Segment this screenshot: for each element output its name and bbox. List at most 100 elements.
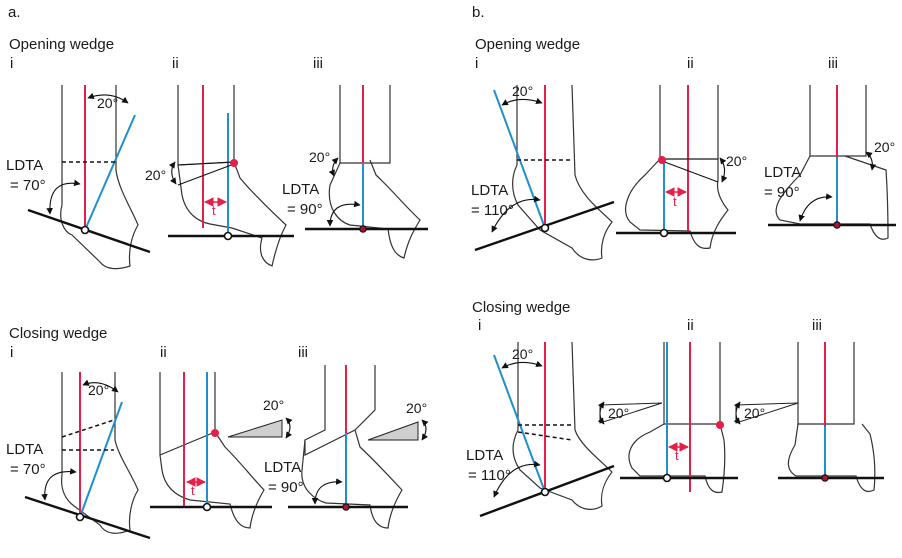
- rotated-axis-line: [79, 401, 123, 518]
- wedge-bottom-line: [177, 163, 235, 186]
- joint-center-marker: [202, 502, 212, 512]
- ldta-value: = 90°: [764, 184, 800, 201]
- panel-b-opening: Opening wedge i ii iii 20° LDTA = 110°: [471, 36, 896, 261]
- ldta-angle-arc: [491, 195, 541, 233]
- tibia-outline: [304, 365, 376, 456]
- diagram-a-opening-iii: 20° LDTA = 90°: [282, 85, 428, 259]
- wedge-angle-arc: [865, 151, 877, 171]
- joint-center-marker: [223, 231, 233, 241]
- wedge-angle-label: 20°: [145, 167, 166, 183]
- angle-arc-20: [501, 97, 543, 106]
- ldta-label: LDTA: [6, 441, 43, 458]
- diagram-b-opening-i: 20° LDTA = 110°: [471, 83, 615, 261]
- distal-fragment-outline: [301, 429, 403, 529]
- distal-fragment-outline: [775, 155, 889, 240]
- angle-label-20: 20°: [97, 95, 118, 111]
- step-ii-a-closing: ii: [160, 344, 167, 361]
- joint-center-marker: [342, 503, 350, 511]
- ldta-angle-arc: [326, 200, 361, 227]
- diagram-a-closing-ii: t 20°: [150, 372, 293, 529]
- translation-label: t: [675, 448, 679, 463]
- step-ii-b-opening: ii: [687, 55, 694, 72]
- section-title-a-opening: Opening wedge: [9, 36, 114, 53]
- hinge-point: [211, 429, 219, 437]
- wedge-angle-arc: [168, 161, 177, 185]
- closing-cut-lower-line: [517, 431, 573, 441]
- wedge-bottom-line: [661, 160, 719, 183]
- diagram-b-closing-iii: 20°: [733, 342, 884, 493]
- wedge-angle-label: 20°: [726, 153, 747, 169]
- removed-wedge-angle-label: 20°: [263, 397, 284, 413]
- joint-center-marker: [821, 474, 829, 482]
- wedge-angle-label: 20°: [309, 149, 330, 165]
- translation-label: t: [212, 203, 216, 218]
- ldta-label: LDTA: [764, 164, 801, 181]
- closing-cut-upper-line: [61, 419, 115, 438]
- diagram-b-closing-ii: t 20°: [597, 342, 738, 494]
- panel-b-closing: Closing wedge i ii iii 20° LDTA = 110°: [466, 299, 884, 518]
- ldta-angle-arc: [41, 468, 77, 501]
- joint-center-marker: [659, 228, 669, 238]
- removed-wedge-angle-label: 20°: [406, 400, 427, 416]
- joint-center-marker: [540, 223, 550, 233]
- ldta-angle-arc: [798, 193, 833, 222]
- wedge-top-line: [177, 161, 235, 166]
- ldta-value: = 110°: [468, 467, 511, 484]
- step-iii-b-opening: iii: [828, 55, 838, 72]
- distal-fragment-outline: [625, 158, 729, 250]
- wedge-angle-arc: [719, 157, 728, 183]
- wedge-angle-label: 20°: [874, 139, 895, 155]
- section-title-b-opening: Opening wedge: [475, 36, 580, 53]
- diagram-a-closing-i: 20° LDTA = 70°: [6, 372, 151, 540]
- step-iii-a-opening: iii: [313, 55, 323, 72]
- distal-fragment-outline: [787, 423, 876, 493]
- angle-arc-20: [82, 379, 119, 393]
- section-title-b-closing: Closing wedge: [472, 299, 570, 316]
- removed-wedge-angle-label: 20°: [744, 405, 765, 421]
- joint-center-marker: [540, 487, 550, 497]
- joint-center-marker: [80, 225, 90, 235]
- step-iii-b-closing: iii: [812, 317, 822, 334]
- ldta-value: = 90°: [287, 201, 323, 218]
- diagram-b-opening-iii: 20° LDTA = 90°: [764, 85, 896, 240]
- rotated-axis-line: [84, 114, 136, 231]
- wedge-angle-arc: [328, 157, 339, 177]
- tibia-outline: [159, 372, 216, 456]
- removed-wedge-angle-arc: [421, 419, 429, 441]
- ldta-angle-arc: [46, 179, 81, 215]
- panel-a-opening: Opening wedge i ii iii 20° LDTA = 70°: [6, 36, 428, 270]
- ldta-value: = 90°: [268, 479, 304, 496]
- angle-arc-20: [501, 360, 543, 369]
- step-i-a-closing: i: [10, 344, 13, 361]
- hinge-point: [658, 156, 666, 164]
- translation-label: t: [673, 194, 677, 209]
- hinge-point: [716, 421, 724, 429]
- ldta-angle-arc: [493, 460, 541, 498]
- step-ii-b-closing: ii: [687, 317, 694, 334]
- ldta-label: LDTA: [471, 182, 508, 199]
- ankle-joint-line: [24, 495, 151, 540]
- distal-fragment-outline: [177, 161, 287, 267]
- distal-fragment-outline: [328, 159, 421, 259]
- joint-center-marker: [359, 225, 367, 233]
- removed-wedge-angle-label: 20°: [608, 405, 629, 421]
- ldta-label: LDTA: [264, 459, 301, 476]
- distal-fragment-outline: [159, 431, 265, 529]
- tibia-outline: [663, 342, 721, 425]
- removed-wedge-angle-arc: [733, 401, 741, 425]
- joint-center-marker: [662, 473, 672, 483]
- hinge-point: [230, 159, 238, 167]
- step-i-b-closing: i: [478, 317, 481, 334]
- step-i-a-opening: i: [10, 55, 13, 72]
- step-ii-a-opening: ii: [172, 55, 179, 72]
- joint-center-marker: [833, 221, 841, 229]
- tibia-outline: [60, 85, 139, 270]
- angle-label-20: 20°: [512, 346, 533, 362]
- angle-label-20: 20°: [512, 83, 533, 99]
- ldta-value: = 70°: [10, 461, 46, 478]
- joint-center-marker: [75, 512, 85, 522]
- ldta-label: LDTA: [6, 157, 43, 174]
- tibia-outline: [512, 84, 613, 261]
- angle-arc-20: [87, 92, 129, 104]
- section-title-a-closing: Closing wedge: [9, 325, 107, 342]
